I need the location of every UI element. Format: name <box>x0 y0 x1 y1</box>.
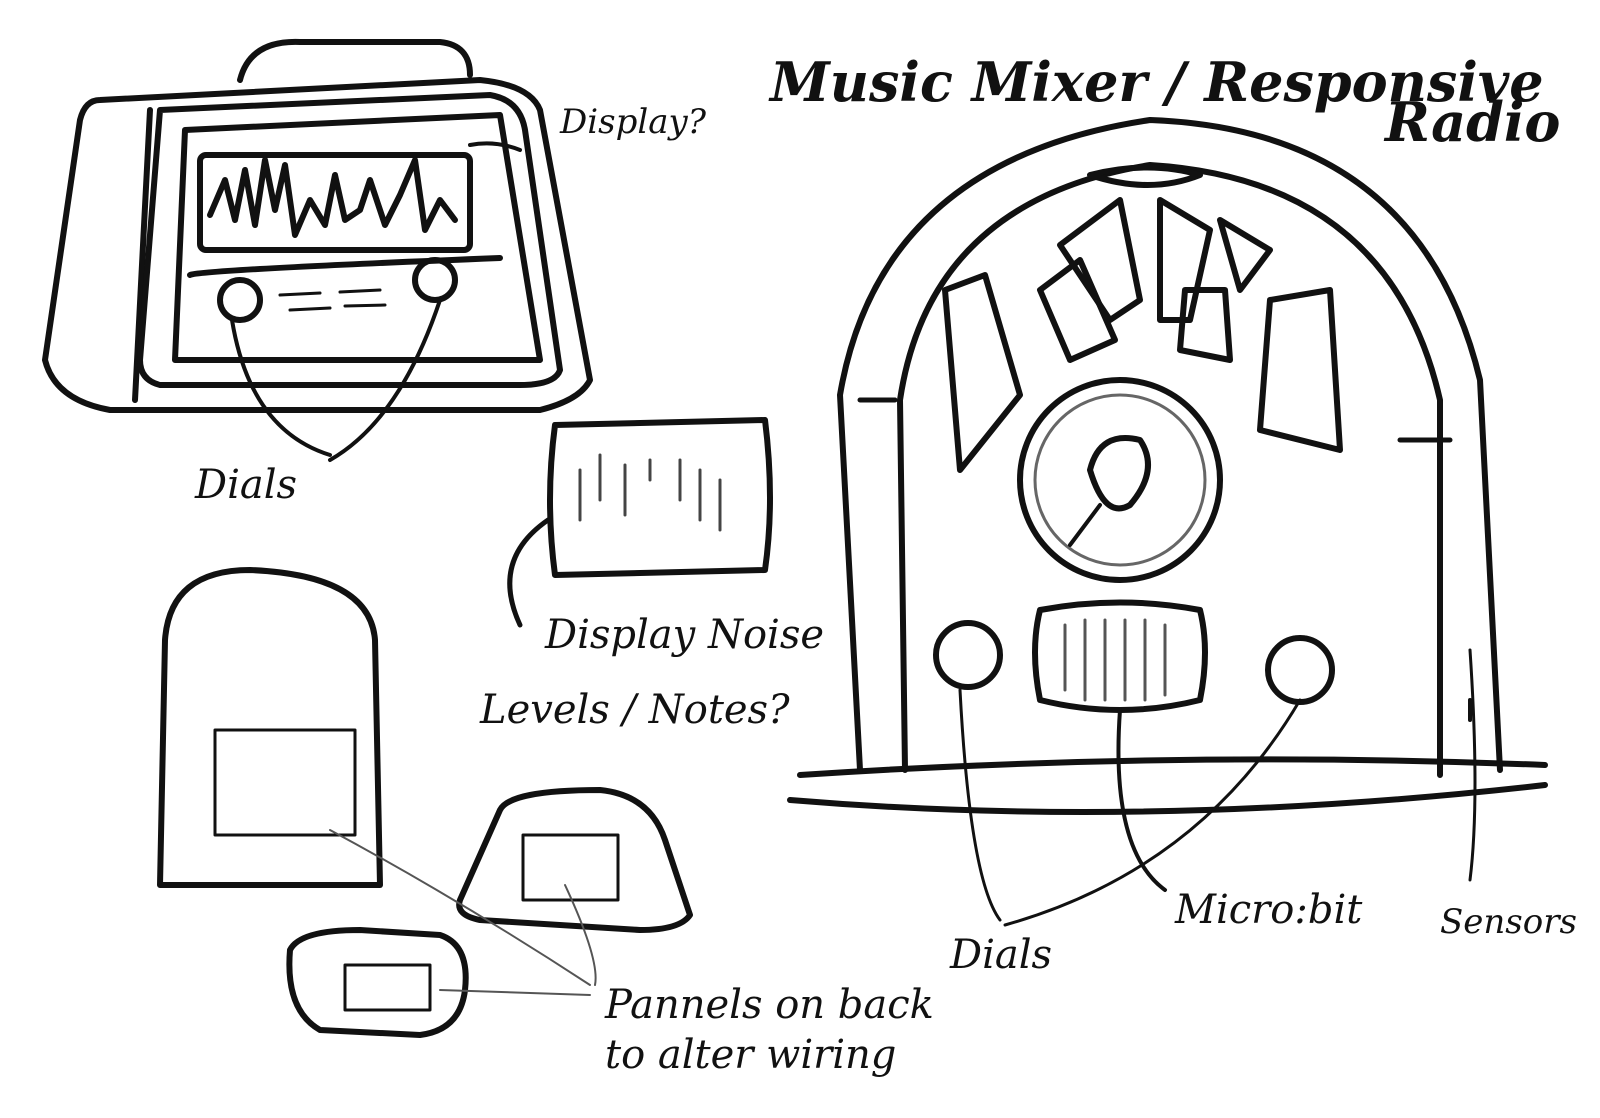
annotation-sensors: Sensors <box>1440 902 1577 942</box>
portable-radio-sketch <box>42 38 593 462</box>
cathedral-radio-sketch <box>787 117 1548 927</box>
title-line2: Radio <box>1385 90 1561 154</box>
annotation-dials-top: Dials <box>195 462 298 508</box>
back-panels-sketch <box>157 567 693 1038</box>
annotation-panels-line2: to alter wiring <box>605 1032 897 1078</box>
noise-display-sketch <box>507 417 773 628</box>
annotation-panels-line1: Pannels on back <box>605 982 934 1028</box>
annotation-display-noise-line2: Levels / Notes? <box>480 687 790 733</box>
title-line1: Music Mixer / Responsive <box>770 50 1544 114</box>
annotation-dials-bottom: Dials <box>950 932 1053 978</box>
annotation-microbit: Micro:bit <box>1175 887 1363 933</box>
annotation-display-noise-line1: Display Noise <box>545 612 825 658</box>
annotation-display-question: Display? <box>560 102 706 142</box>
